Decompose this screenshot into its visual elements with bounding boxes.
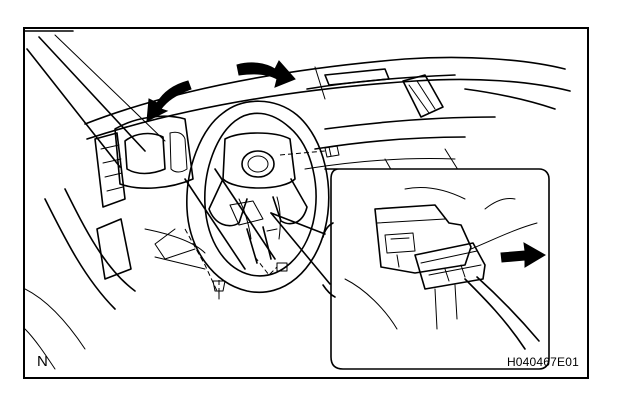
steering-wheel-removal-illustration	[25, 30, 571, 370]
corner-mark: N	[37, 353, 48, 370]
illustration-frame: N H040467E01	[23, 27, 589, 379]
rotate-left-arrow-icon	[146, 80, 192, 122]
bolt-icon	[254, 256, 288, 276]
windshield-pillar	[25, 30, 166, 168]
bolt-icon	[184, 228, 226, 300]
bolt-icon	[279, 145, 340, 158]
figure-id-code: H040467E01	[506, 355, 579, 369]
detail-leader	[270, 212, 331, 285]
rotate-right-arrow-icon	[236, 60, 296, 88]
pull-direction-arrow-icon	[500, 242, 546, 268]
steering-wheel	[186, 100, 330, 294]
connector-detail-inset	[322, 168, 550, 370]
